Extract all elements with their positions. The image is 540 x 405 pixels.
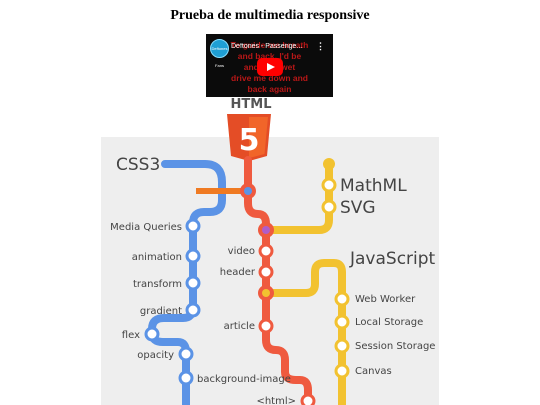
more-options-icon[interactable]: ⋮	[316, 41, 325, 51]
javascript-line-title: JavaScript	[349, 249, 436, 269]
station-local-storage	[334, 314, 350, 330]
label-html-tag: <html>	[256, 396, 296, 405]
station-background-image	[178, 370, 194, 386]
embedded-video-player[interactable]: To guide me breath and back, I'd be and …	[206, 34, 333, 97]
html5-logo-icon: HTML 5	[227, 97, 271, 161]
page-title: Prueba de multimedia responsive	[170, 8, 370, 23]
label-local-storage: Local Storage	[355, 317, 423, 328]
svg-text:5: 5	[239, 123, 260, 158]
label-background-image: background-image	[197, 374, 291, 385]
station-video	[258, 243, 274, 259]
terminus-mathml	[323, 158, 335, 170]
label-media-queries: Media Queries	[110, 222, 182, 233]
label-opacity: opacity	[137, 350, 174, 361]
station-mathml	[321, 177, 337, 193]
station-header	[258, 264, 274, 280]
station-article	[258, 318, 274, 334]
station-opacity	[178, 346, 194, 362]
mathml-svg-line	[262, 160, 333, 234]
station-animation	[185, 248, 201, 264]
html-logo-label: HTML	[231, 97, 272, 112]
station-html-tag	[300, 393, 316, 405]
label-flex: flex	[122, 330, 140, 341]
label-canvas: Canvas	[355, 366, 392, 377]
mathml-line-title: MathML	[340, 176, 407, 196]
station-canvas	[334, 363, 350, 379]
label-video: video	[228, 246, 255, 257]
station-svg	[321, 199, 337, 215]
label-session-storage: Session Storage	[355, 341, 435, 352]
label-transform: transform	[133, 279, 182, 290]
svg-line-title: SVG	[340, 198, 376, 218]
label-web-worker: Web Worker	[355, 294, 416, 305]
station-gradient	[185, 302, 201, 318]
label-article: article	[224, 321, 255, 332]
station-transform	[185, 275, 201, 291]
label-gradient: gradient	[140, 306, 182, 317]
css3-line-title: CSS3	[116, 155, 160, 175]
station-media-queries	[185, 218, 201, 234]
station-web-worker	[334, 291, 350, 307]
station-session-storage	[334, 338, 350, 354]
css-stations	[144, 218, 201, 386]
html-line	[244, 156, 312, 405]
label-animation: animation	[132, 252, 182, 263]
javascript-line	[262, 259, 346, 405]
play-button-icon[interactable]	[256, 57, 283, 76]
channel-avatar[interactable]: Deftones Fans	[210, 39, 229, 68]
label-header: header	[220, 267, 256, 278]
station-flex	[144, 326, 160, 342]
